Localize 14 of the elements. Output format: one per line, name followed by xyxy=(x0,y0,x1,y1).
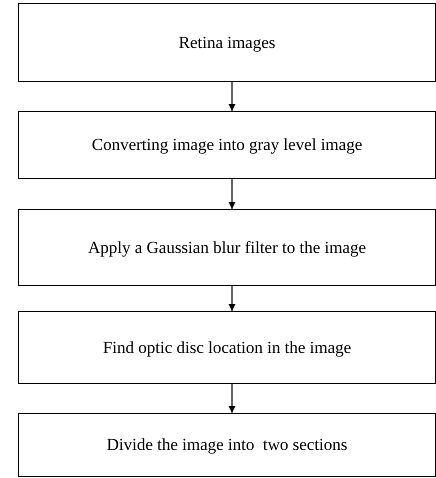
arrow xyxy=(228,384,236,413)
step-label: Apply a Gaussian blur filter to the image xyxy=(88,238,366,258)
process-box xyxy=(18,209,436,286)
step-label: Divide the image into two sections xyxy=(106,435,348,455)
arrow xyxy=(228,286,236,311)
arrow xyxy=(228,179,236,209)
step-label: Converting image into gray level image xyxy=(92,135,362,155)
process-box xyxy=(18,311,436,384)
step-label: Find optic disc location in the image xyxy=(102,338,352,358)
process-box xyxy=(18,413,436,477)
arrow xyxy=(228,82,236,111)
step-label: Retina images xyxy=(178,32,276,52)
process-box xyxy=(18,3,436,82)
process-box xyxy=(18,111,436,179)
